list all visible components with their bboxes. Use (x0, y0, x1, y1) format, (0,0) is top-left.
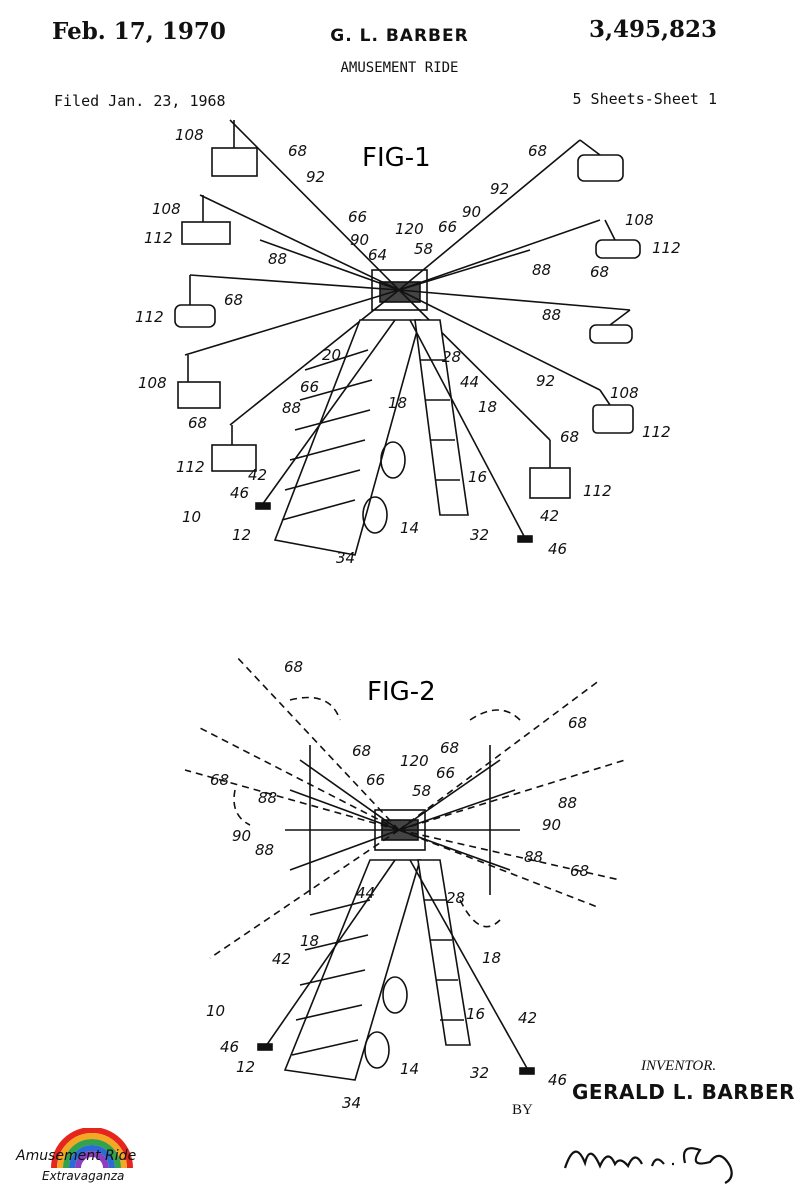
svg-text:88: 88 (524, 848, 543, 866)
svg-text:44: 44 (356, 884, 375, 902)
logo-title: Amusement Ride (15, 1148, 136, 1164)
attorney-signature (560, 1128, 750, 1188)
svg-text:46: 46 (548, 1071, 567, 1089)
amusement-ride-extravaganza-logo: Amusement Ride Extravaganza (14, 1128, 164, 1190)
svg-text:88: 88 (558, 794, 577, 812)
svg-text:68: 68 (284, 658, 303, 676)
svg-text:42: 42 (518, 1009, 537, 1027)
svg-text:10: 10 (206, 1002, 225, 1020)
svg-text:90: 90 (542, 816, 561, 834)
svg-text:46: 46 (220, 1038, 239, 1056)
svg-text:68: 68 (568, 714, 587, 732)
svg-text:14: 14 (400, 1060, 419, 1078)
svg-text:68: 68 (352, 742, 371, 760)
svg-text:32: 32 (470, 1064, 489, 1082)
fig2-label: FIG-2 (367, 677, 436, 707)
svg-text:68: 68 (570, 862, 589, 880)
svg-text:18: 18 (300, 932, 319, 950)
inventor-label: INVENTOR. (641, 1058, 716, 1075)
svg-text:90: 90 (232, 827, 251, 845)
svg-text:68: 68 (210, 771, 229, 789)
svg-text:28: 28 (446, 889, 465, 907)
svg-text:12: 12 (236, 1058, 255, 1076)
svg-text:34: 34 (342, 1094, 361, 1112)
inventor-name-signature: GERALD L. BARBER (572, 1080, 795, 1104)
svg-text:58: 58 (412, 782, 431, 800)
svg-text:66: 66 (366, 771, 385, 789)
svg-text:16: 16 (466, 1005, 485, 1023)
svg-text:42: 42 (272, 950, 291, 968)
svg-text:66: 66 (436, 764, 455, 782)
svg-text:88: 88 (258, 789, 277, 807)
svg-text:68: 68 (440, 739, 459, 757)
by-label: BY (512, 1102, 533, 1119)
logo-subtitle: Extravaganza (42, 1169, 124, 1183)
svg-text:88: 88 (255, 841, 274, 859)
svg-text:120: 120 (400, 752, 429, 770)
svg-text:18: 18 (482, 949, 501, 967)
